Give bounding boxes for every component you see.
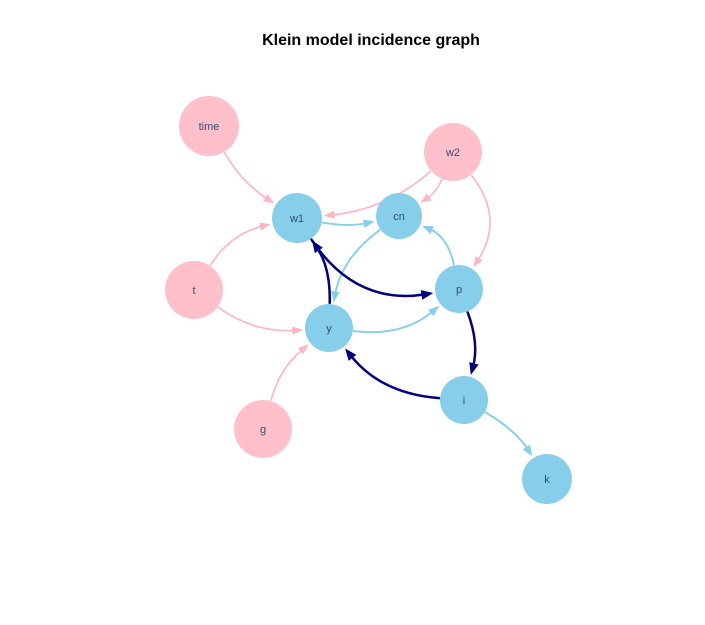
- edge-time-w1: [223, 151, 269, 201]
- graph-node-t: t: [165, 261, 223, 319]
- node-circle-k: [522, 454, 572, 504]
- arrowhead-icon: [297, 344, 309, 355]
- arrowhead-icon: [473, 256, 483, 268]
- node-label-cn: cn: [393, 211, 405, 223]
- node-label-w1: w1: [289, 213, 304, 225]
- arrowhead-icon: [469, 362, 479, 375]
- edge-t-w1: [209, 225, 265, 266]
- node-label-t: t: [192, 285, 195, 297]
- edge-w1-cn: [321, 221, 368, 226]
- edge-p-cn: [428, 227, 455, 266]
- node-circle-cn: [376, 193, 422, 239]
- arrowhead-icon: [323, 210, 335, 219]
- edge-w2-cn: [425, 178, 443, 200]
- edge-y-p: [352, 309, 435, 334]
- graph-node-y: y: [305, 304, 353, 352]
- arrowhead-icon: [420, 193, 432, 203]
- arrowhead-icon: [420, 290, 434, 300]
- node-label-k: k: [544, 474, 550, 486]
- edge-p-i: [466, 311, 477, 369]
- node-circle-w1: [272, 193, 322, 243]
- graph-node-i: i: [440, 376, 488, 424]
- node-circle-time: [179, 96, 239, 156]
- graph-node-k: k: [522, 454, 572, 504]
- arrowhead-icon: [345, 348, 357, 361]
- graph-node-cn: cn: [376, 193, 422, 239]
- node-label-time: time: [199, 121, 220, 133]
- arrowhead-icon: [259, 222, 271, 231]
- arrowhead-icon: [522, 444, 533, 457]
- graph-node-p: p: [435, 265, 483, 313]
- arrowhead-icon: [292, 326, 304, 335]
- arrowhead-icon: [263, 194, 275, 204]
- edge-w2-p: [470, 174, 491, 262]
- graph-node-w2: w2: [424, 123, 482, 181]
- node-circle-g: [234, 400, 292, 458]
- edges-layer: [209, 151, 533, 457]
- node-circle-i: [440, 376, 488, 424]
- edge-cn-y: [334, 229, 381, 296]
- node-circle-w2: [424, 123, 482, 181]
- arrowhead-icon: [331, 290, 340, 303]
- edge-w1-p: [310, 238, 427, 298]
- graph-node-w1: w1: [272, 193, 322, 243]
- graph-node-g: g: [234, 400, 292, 458]
- node-label-g: g: [260, 424, 266, 436]
- node-label-y: y: [326, 323, 332, 335]
- node-label-w2: w2: [445, 147, 460, 159]
- edge-i-k: [484, 411, 530, 451]
- chart-title: Klein model incidence graph: [262, 32, 480, 49]
- node-label-p: p: [456, 284, 462, 296]
- arrowhead-icon: [428, 305, 440, 317]
- node-label-i: i: [463, 395, 465, 407]
- arrowhead-icon: [422, 225, 434, 235]
- nodes-layer: time w2 w1 cn t p y g i k: [165, 96, 572, 504]
- edge-t-y: [217, 306, 297, 332]
- node-circle-y: [305, 304, 353, 352]
- node-circle-p: [435, 265, 483, 313]
- graph-node-time: time: [179, 96, 239, 156]
- edge-i-y: [349, 353, 441, 400]
- edge-g-y: [270, 348, 304, 401]
- node-circle-t: [165, 261, 223, 319]
- arrowhead-icon: [362, 219, 375, 228]
